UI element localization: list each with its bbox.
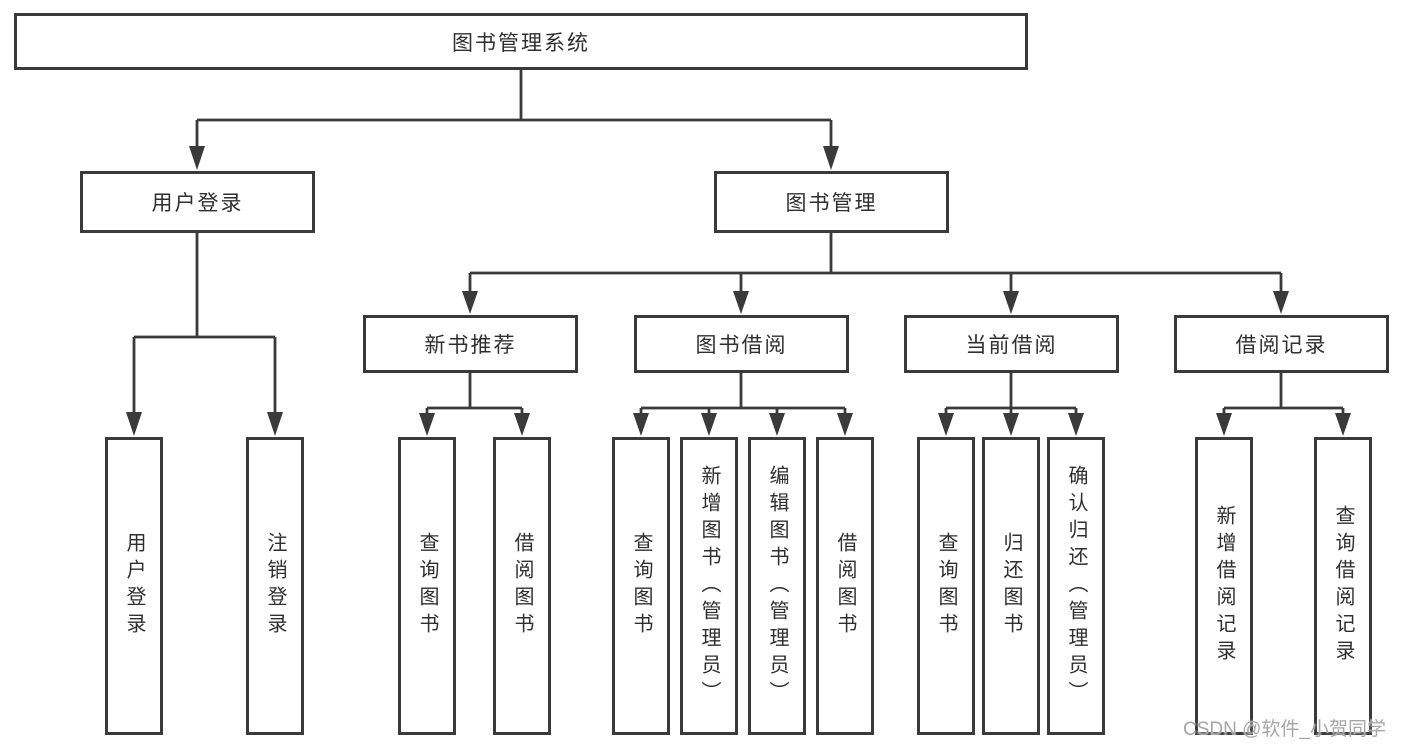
leaf-cb-query-books-label: 查询图书 (935, 532, 957, 640)
leaf-cb-query-books: 查询图书 (917, 437, 975, 735)
node-borrow-records: 借阅记录 (1174, 315, 1389, 373)
node-current-borrow: 当前借阅 (904, 315, 1119, 373)
node-root-label: 图书管理系统 (452, 31, 590, 55)
node-book-management: 图书管理 (714, 171, 949, 233)
leaf-logout-label: 注销登录 (264, 532, 286, 640)
csdn-watermark: CSDN @软件_小贺同学 (1183, 719, 1386, 740)
leaf-nr-query-books-label: 查询图书 (416, 532, 438, 640)
leaf-cb-confirm-return-admin: 确认归还（管理员） (1047, 437, 1105, 735)
leaf-bb-edit-books-admin: 编辑图书（管理员） (748, 437, 806, 735)
leaf-bb-edit-books-admin-label: 编辑图书（管理员） (766, 464, 788, 708)
node-book-management-label: 图书管理 (785, 192, 878, 215)
leaf-br-query-record: 查询借阅记录 (1314, 437, 1372, 735)
leaf-bb-query-books-label: 查询图书 (630, 532, 652, 640)
leaf-bb-borrow-books: 借阅图书 (816, 437, 874, 735)
leaf-bb-add-books-admin: 新增图书（管理员） (680, 437, 738, 735)
node-book-borrow: 图书借阅 (634, 315, 849, 373)
node-new-book-recommend-label: 新书推荐 (424, 334, 517, 357)
leaf-nr-query-books: 查询图书 (398, 437, 456, 735)
node-user-login-label: 用户登录 (151, 192, 244, 215)
node-user-login: 用户登录 (80, 171, 315, 233)
leaf-bb-query-books: 查询图书 (612, 437, 670, 735)
leaf-br-add-record-label: 新增借阅记录 (1213, 505, 1235, 667)
leaf-nr-borrow-books-label: 借阅图书 (511, 532, 533, 640)
leaf-br-query-record-label: 查询借阅记录 (1332, 505, 1354, 667)
node-current-borrow-label: 当前借阅 (965, 334, 1058, 357)
leaf-bb-borrow-books-label: 借阅图书 (834, 532, 856, 640)
leaf-cb-confirm-return-admin-label: 确认归还（管理员） (1065, 464, 1087, 708)
leaf-br-add-record: 新增借阅记录 (1195, 437, 1253, 735)
leaf-user-login-label: 用户登录 (123, 532, 145, 640)
node-root-library-system: 图书管理系统 (14, 13, 1028, 70)
leaf-user-login: 用户登录 (105, 437, 163, 735)
leaf-nr-borrow-books: 借阅图书 (493, 437, 551, 735)
leaf-bb-add-books-admin-label: 新增图书（管理员） (698, 464, 720, 708)
leaf-logout: 注销登录 (246, 437, 304, 735)
leaf-cb-return-books-label: 归还图书 (1000, 532, 1022, 640)
node-book-borrow-label: 图书借阅 (695, 334, 788, 357)
node-new-book-recommend: 新书推荐 (363, 315, 578, 373)
node-borrow-records-label: 借阅记录 (1235, 334, 1328, 357)
leaf-cb-return-books: 归还图书 (982, 437, 1040, 735)
